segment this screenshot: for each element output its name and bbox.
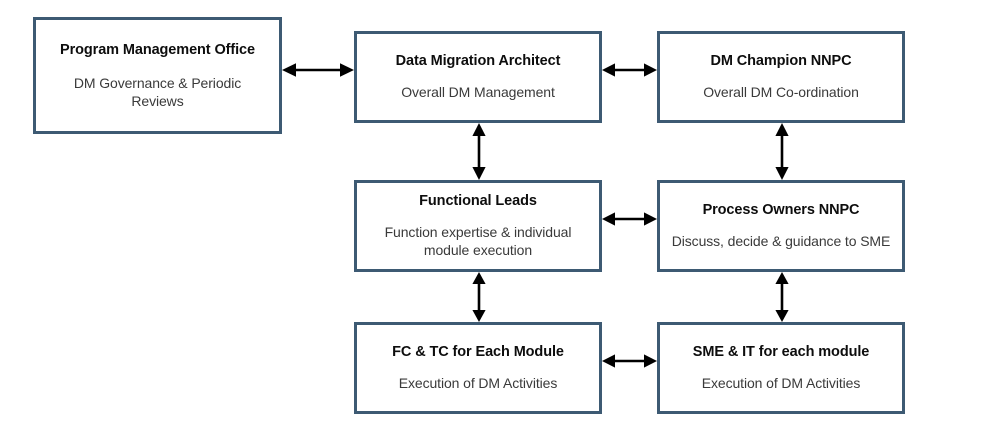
node-title: FC & TC for Each Module bbox=[392, 343, 564, 360]
node-description: Function expertise & individual module e… bbox=[384, 224, 572, 259]
connector-process-to-smeit bbox=[772, 272, 792, 322]
node-program-management-office[interactable]: Program Management Office DM Governance … bbox=[33, 17, 282, 134]
node-description: Execution of DM Activities bbox=[701, 375, 861, 392]
connector-architect-to-champion bbox=[602, 60, 657, 80]
node-description: Discuss, decide & guidance to SME bbox=[671, 233, 891, 250]
node-data-migration-architect[interactable]: Data Migration Architect Overall DM Mana… bbox=[354, 31, 602, 123]
node-title: Program Management Office bbox=[60, 41, 255, 58]
node-dm-champion-nnpc[interactable]: DM Champion NNPC Overall DM Co-ordinatio… bbox=[657, 31, 905, 123]
node-title: DM Champion NNPC bbox=[710, 52, 852, 69]
node-title: SME & IT for each module bbox=[692, 343, 870, 360]
connector-architect-to-functional bbox=[469, 123, 489, 180]
connector-functional-to-fctc bbox=[469, 272, 489, 322]
node-description: Execution of DM Activities bbox=[398, 375, 558, 392]
node-title: Data Migration Architect bbox=[395, 52, 561, 69]
node-process-owners-nnpc[interactable]: Process Owners NNPC Discuss, decide & gu… bbox=[657, 180, 905, 272]
node-sme-it-for-each-module[interactable]: SME & IT for each module Execution of DM… bbox=[657, 322, 905, 414]
node-title: Process Owners NNPC bbox=[702, 201, 860, 218]
connector-functional-to-process bbox=[602, 209, 657, 229]
node-fc-tc-for-each-module[interactable]: FC & TC for Each Module Execution of DM … bbox=[354, 322, 602, 414]
connector-champion-to-process bbox=[772, 123, 792, 180]
node-title: Functional Leads bbox=[419, 193, 537, 210]
node-description: Overall DM Management bbox=[401, 84, 555, 101]
connector-pmo-to-architect bbox=[282, 60, 354, 80]
node-functional-leads[interactable]: Functional Leads Function expertise & in… bbox=[354, 180, 602, 272]
node-description: Overall DM Co-ordination bbox=[703, 84, 859, 101]
node-description: DM Governance & Periodic Reviews bbox=[73, 74, 242, 109]
connector-fctc-to-smeit bbox=[602, 351, 657, 371]
